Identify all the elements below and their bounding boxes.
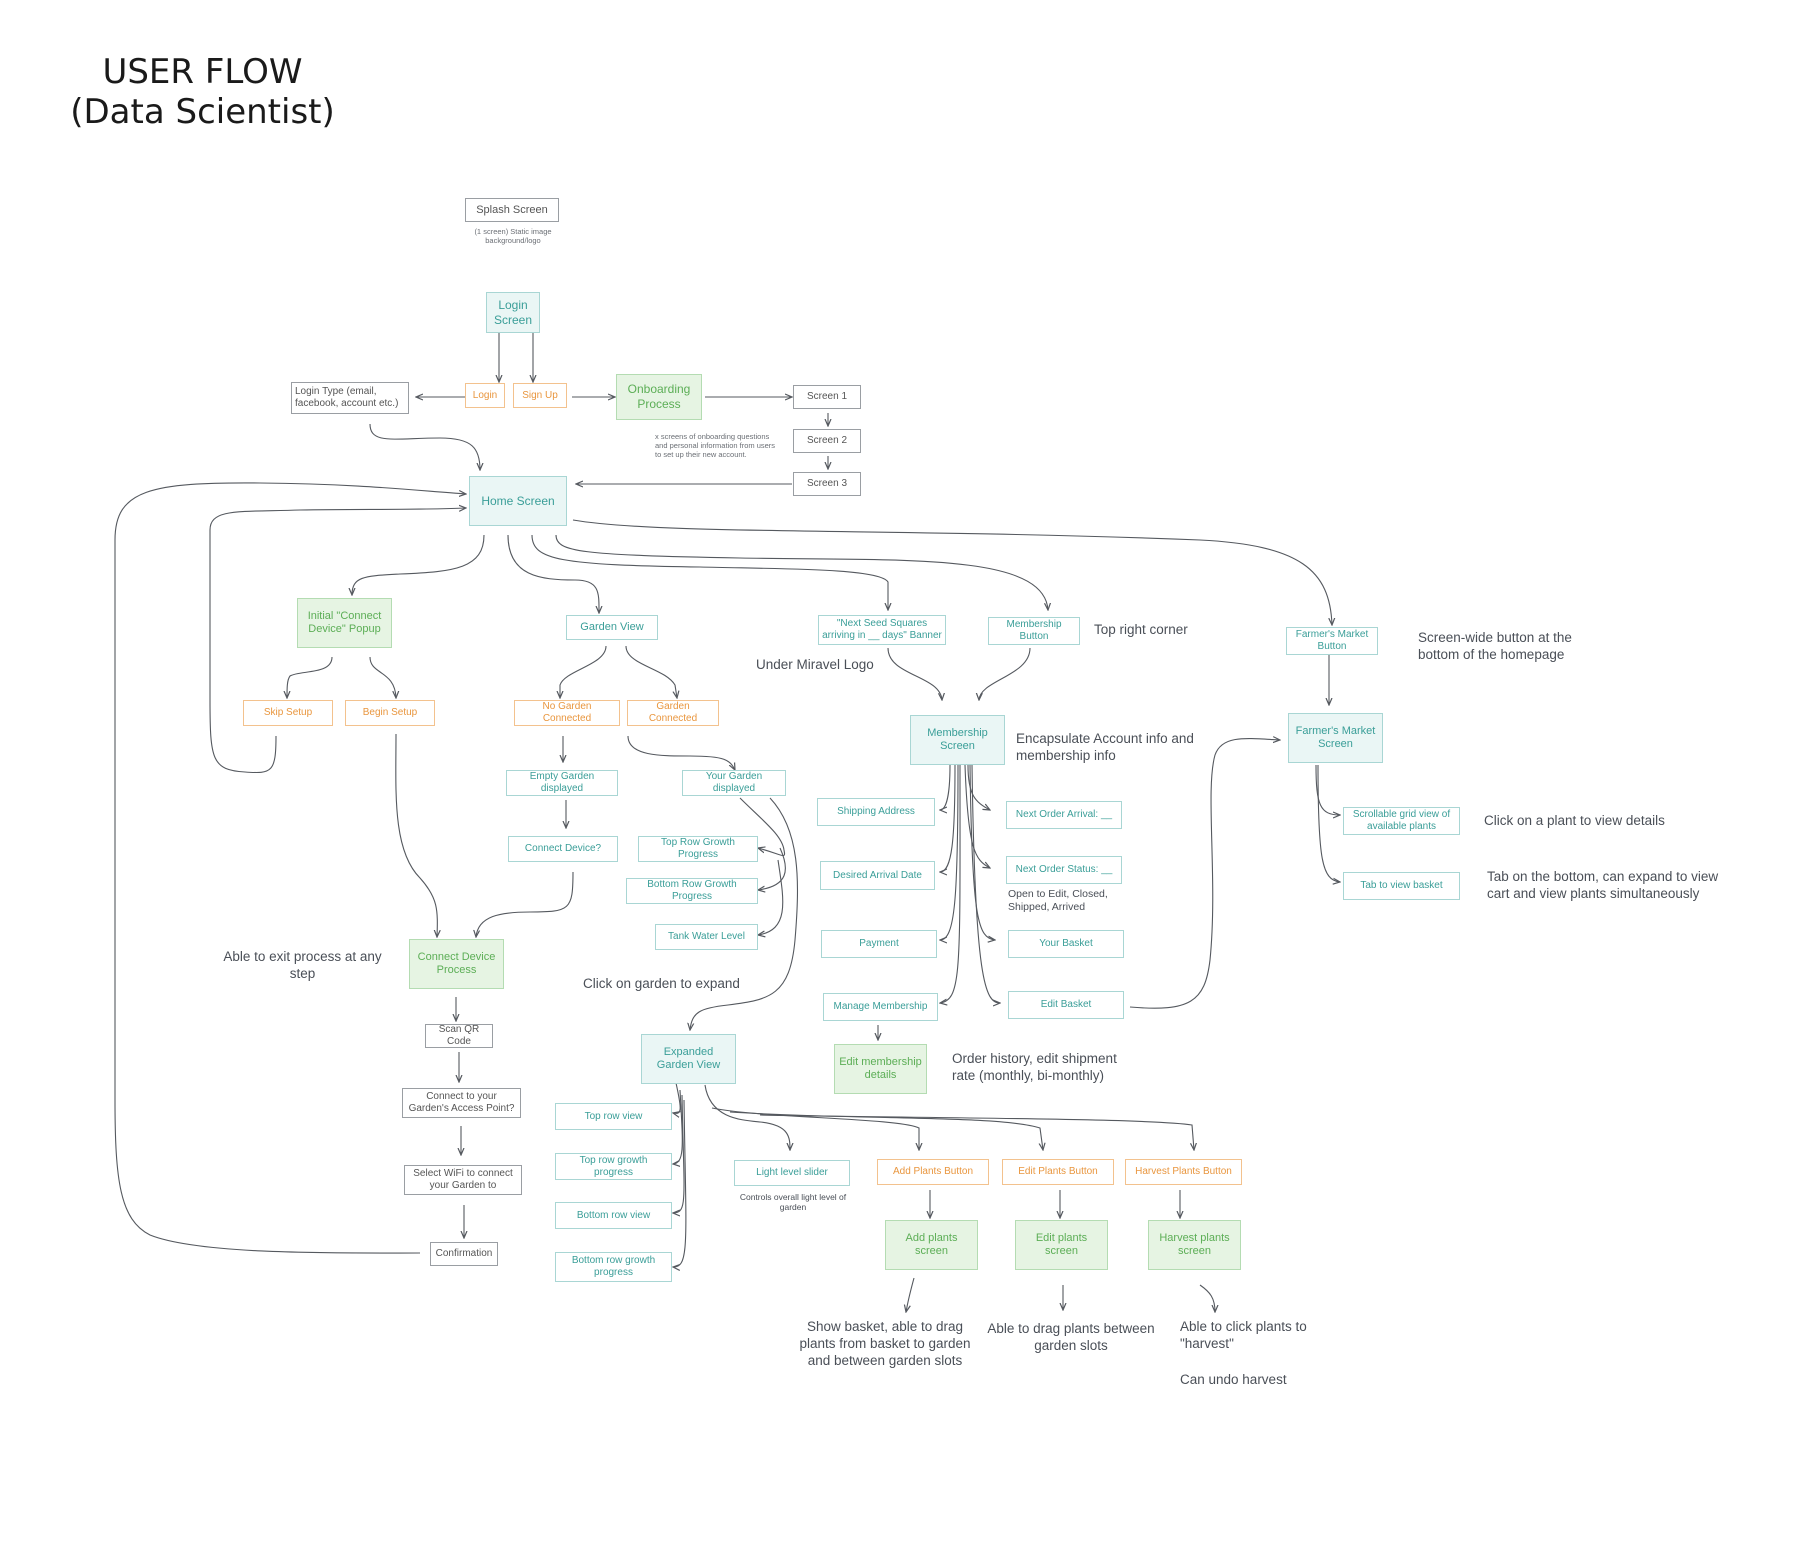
home-screen-node: Home Screen — [469, 476, 567, 526]
encapsulate-note: Encapsulate Account info and membership … — [1016, 731, 1194, 763]
your-basket-node: Your Basket — [1008, 930, 1124, 958]
login-screen-node: Login Screen — [486, 292, 540, 333]
top-right-note: Top right corner — [1094, 622, 1188, 637]
harvest-plants-button-node: Harvest Plants Button — [1125, 1159, 1242, 1185]
screen-1-node: Screen 1 — [793, 385, 861, 409]
screen-2-node: Screen 2 — [793, 429, 861, 453]
add-plants-screen-node: Add plants screen — [885, 1220, 978, 1270]
desired-arrival-node: Desired Arrival Date — [820, 861, 935, 890]
click-plant-note: Click on a plant to view details — [1484, 813, 1665, 828]
no-garden-connected-node: No Garden Connected — [514, 700, 620, 726]
select-wifi-node: Select WiFi to connect your Garden to — [404, 1165, 522, 1195]
initial-connect-popup-node: Initial "Connect Device" Popup — [297, 598, 392, 648]
top-row-view-node: Top row view — [555, 1103, 672, 1130]
edit-plants-button-node: Edit Plants Button — [1002, 1159, 1114, 1185]
add-plants-button-node: Add Plants Button — [877, 1159, 989, 1185]
connect-access-point-node: Connect to your Garden's Access Point? — [402, 1088, 521, 1118]
your-garden-displayed-node: Your Garden displayed — [682, 770, 786, 796]
splash-screen-node: Splash Screen — [465, 198, 559, 222]
light-slider-node: Light level slider — [734, 1160, 850, 1186]
connect-device-question-node: Connect Device? — [508, 836, 618, 862]
click-garden-note: Click on garden to expand — [583, 976, 740, 991]
next-order-arrival-node: Next Order Arrival: __ — [1006, 801, 1122, 829]
screen-wide-note: Screen-wide button at the bottom of the … — [1418, 630, 1572, 662]
seed-banner-node: "Next Seed Squares arriving in __ days" … — [818, 615, 946, 645]
scan-qr-node: Scan QR Code — [425, 1024, 493, 1048]
tab-view-basket-node: Tab to view basket — [1343, 872, 1460, 900]
screen-3-node: Screen 3 — [793, 472, 861, 496]
drag-between-note: Able to drag plants between garden slots — [987, 1321, 1155, 1353]
light-note: Controls overall light level of garden — [739, 1192, 847, 1212]
bottom-row-growth-expanded-node: Bottom row growth progress — [555, 1252, 672, 1282]
edit-basket-node: Edit Basket — [1008, 991, 1124, 1019]
undo-harvest-note: Can undo harvest — [1180, 1372, 1287, 1387]
splash-note: (1 screen) Static image background/logo — [474, 227, 552, 245]
farmers-market-button-node: Farmer's Market Button — [1286, 627, 1378, 655]
harvest-plants-screen-node: Harvest plants screen — [1148, 1220, 1241, 1270]
confirmation-node: Confirmation — [430, 1242, 498, 1266]
farmers-market-screen-node: Farmer's Market Screen — [1288, 713, 1383, 763]
bottom-row-view-node: Bottom row view — [555, 1202, 672, 1229]
login-node: Login — [465, 383, 505, 408]
shipping-address-node: Shipping Address — [817, 798, 935, 826]
expanded-garden-view-node: Expanded Garden View — [641, 1034, 736, 1084]
click-harvest-note: Able to click plants to "harvest" — [1180, 1319, 1307, 1351]
connect-device-process-node: Connect Device Process — [409, 939, 504, 989]
onboarding-note: x screens of onboarding questions and pe… — [655, 432, 776, 459]
onboarding-process-node: Onboarding Process — [616, 374, 702, 420]
skip-setup-node: Skip Setup — [243, 700, 333, 726]
top-row-growth-node: Top Row Growth Progress — [638, 836, 758, 862]
next-order-status-node: Next Order Status: __ — [1006, 856, 1122, 884]
order-history-note: Order history, edit shipment rate (month… — [952, 1051, 1117, 1083]
edit-plants-screen-node: Edit plants screen — [1015, 1220, 1108, 1270]
tank-water-node: Tank Water Level — [655, 924, 758, 950]
garden-view-node: Garden View — [566, 615, 658, 640]
top-row-growth-expanded-node: Top row growth progress — [555, 1153, 672, 1180]
order-status-note: Open to Edit, Closed, Shipped, Arrived — [1008, 888, 1108, 913]
login-type-node: Login Type (email, facebook, account etc… — [291, 382, 409, 414]
edit-membership-node: Edit membership details — [834, 1044, 927, 1094]
page-title: USER FLOW (Data Scientist) — [70, 52, 335, 132]
tab-bottom-note: Tab on the bottom, can expand to view ca… — [1487, 869, 1719, 901]
exit-process-note: Able to exit process at any step — [223, 949, 382, 981]
empty-garden-node: Empty Garden displayed — [506, 770, 618, 796]
show-basket-note: Show basket, able to drag plants from ba… — [799, 1319, 971, 1368]
under-logo-note: Under Miravel Logo — [756, 657, 874, 672]
manage-membership-node: Manage Membership — [823, 993, 938, 1021]
scrollable-grid-node: Scrollable grid view of available plants — [1343, 807, 1460, 835]
membership-screen-node: Membership Screen — [910, 715, 1005, 765]
garden-connected-node: Garden Connected — [627, 700, 719, 726]
signup-node: Sign Up — [513, 383, 567, 408]
payment-node: Payment — [821, 930, 937, 958]
membership-button-node: Membership Button — [988, 617, 1080, 645]
bottom-row-growth-node: Bottom Row Growth Progress — [626, 878, 758, 904]
begin-setup-node: Begin Setup — [345, 700, 435, 726]
